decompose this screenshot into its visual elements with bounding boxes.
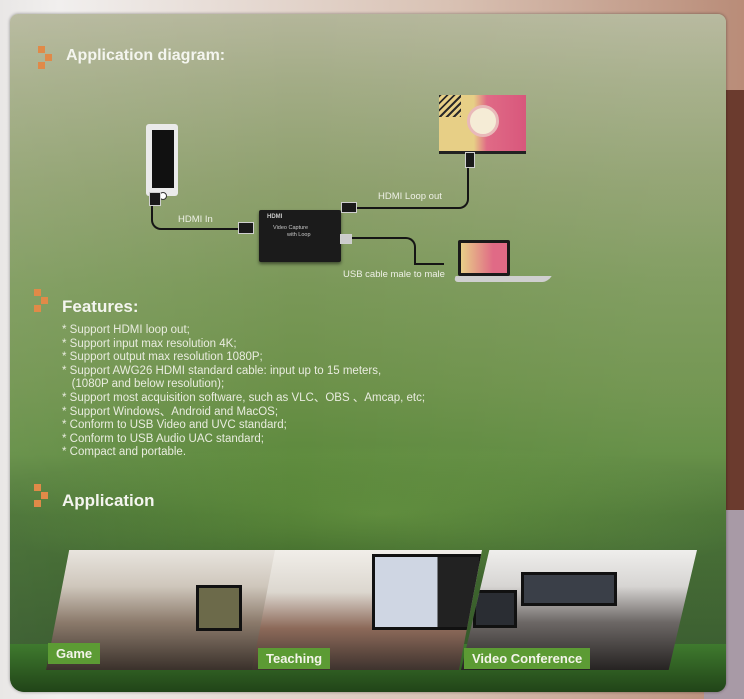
- hdmi-loop-out-label: HDMI Loop out: [378, 191, 442, 202]
- smartboard-screen: [372, 554, 482, 630]
- usb-cable: [414, 263, 444, 265]
- feature-item: * Support Windows、Android and MacOS;: [62, 405, 279, 418]
- monitor-display-icon: [439, 95, 526, 154]
- orange-bullet-icon: [34, 484, 52, 510]
- hdmi-in-cable: [151, 202, 249, 230]
- feature-item: * Compact and portable.: [62, 446, 187, 459]
- orange-bullet-icon: [34, 289, 52, 315]
- game-photo: [46, 550, 278, 670]
- features-list: * Support HDMI loop out; * Support input…: [62, 324, 425, 460]
- device-label-line2: with Loop: [287, 232, 311, 238]
- feature-item: (1080P and below resolution);: [62, 378, 225, 391]
- hdmi-source-device-icon: [146, 124, 178, 200]
- hdmi-plug-icon: [238, 222, 254, 234]
- photo-label-game: Game: [48, 643, 101, 664]
- orange-bullet-icon: [38, 46, 56, 72]
- device-brand: HDMI: [267, 214, 283, 220]
- feature-item: * Support most acquisition software, suc…: [62, 391, 426, 404]
- product-box-back: Application diagram: HDMI In HDMI Video …: [10, 14, 726, 692]
- hdmi-plug-icon: [465, 152, 475, 168]
- application-photos: Game Teaching Video Conference: [46, 550, 697, 670]
- usb-plug-icon: [340, 234, 352, 244]
- hdmi-in-label: HDMI In: [178, 214, 213, 225]
- video-capture-device: HDMI Video Capture with Loop: [259, 210, 341, 262]
- photo-label-teaching: Teaching: [258, 648, 331, 669]
- usb-cable-label: USB cable male to male: [343, 269, 445, 280]
- conference-screen: [473, 590, 517, 628]
- diagram-title: Application diagram:: [66, 47, 226, 64]
- conference-screen: [521, 572, 617, 606]
- feature-item: * Support output max resolution 1080P;: [62, 351, 263, 364]
- hdmi-loop-out-cable: [355, 159, 469, 209]
- feature-item: * Conform to USB Audio UAC standard;: [62, 432, 264, 445]
- tv-screen: [196, 585, 242, 631]
- application-title: Application: [62, 491, 155, 510]
- device-label-line1: Video Capture: [273, 225, 309, 231]
- features-title: Features:: [62, 297, 139, 316]
- hdmi-plug-icon: [149, 192, 161, 206]
- hdmi-plug-icon: [341, 202, 357, 213]
- photo-label-video-conference: Video Conference: [464, 648, 591, 669]
- feature-item: * Support input max resolution 4K;: [62, 337, 237, 350]
- feature-item: * Support AWG26 HDMI standard cable: inp…: [62, 364, 382, 377]
- usb-cable: [350, 237, 416, 265]
- feature-item: * Support HDMI loop out;: [62, 324, 190, 336]
- laptop-icon: [458, 240, 510, 276]
- feature-item: * Conform to USB Video and UVC standard;: [62, 419, 287, 432]
- laptop-base: [452, 276, 552, 282]
